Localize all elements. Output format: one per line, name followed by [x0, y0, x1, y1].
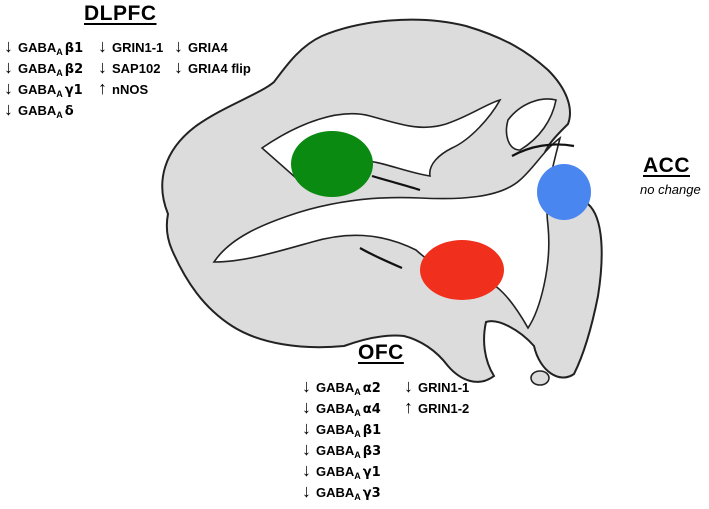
- gene-subunit: β1: [64, 41, 84, 56]
- gene-name: GRIN1-2: [418, 401, 470, 416]
- arrow-down-icon: ↓: [302, 481, 311, 501]
- gene-entry: ↓ GRIN1-1: [98, 37, 163, 58]
- ofc-region-marker: [420, 240, 504, 300]
- gene-subscript: A: [354, 429, 361, 439]
- gene-subscript: A: [354, 387, 361, 397]
- ofc-title: OFC: [358, 341, 404, 364]
- gene-subscript: A: [354, 450, 361, 460]
- arrow-down-icon: ↓: [302, 418, 311, 438]
- arrow-down-icon: ↓: [4, 57, 13, 77]
- gene-name: GABA: [18, 61, 57, 76]
- gene-subscript: A: [354, 471, 361, 481]
- gene-name: GRIN1-1: [112, 40, 164, 55]
- gene-entry: ↓ GRIA4: [174, 37, 251, 58]
- gene-name: GABA: [316, 464, 355, 479]
- arrow-down-icon: ↓: [174, 57, 183, 77]
- gene-subunit: γ1: [64, 83, 83, 98]
- gene-name: GABA: [316, 443, 355, 458]
- dlpfc-region-marker: [291, 131, 373, 197]
- gene-subscript: A: [56, 47, 63, 57]
- ofc-gene-list-col-2: ↓ GRIN1-1 ↑ GRIN1-2: [404, 377, 469, 419]
- gene-name: GABA: [18, 103, 57, 118]
- arrow-up-icon: ↑: [404, 397, 413, 417]
- sulcus-right-vertical: [505, 98, 557, 151]
- gene-name: GABA: [316, 380, 355, 395]
- fissure-line-1: [371, 174, 421, 192]
- arrow-down-icon: ↓: [98, 57, 107, 77]
- arrow-down-icon: ↓: [4, 99, 13, 119]
- sulcus-central-horizontal: [212, 136, 562, 330]
- gene-entry: ↓ GRIN1-1: [404, 377, 469, 398]
- fissure-line-2: [511, 143, 575, 157]
- gene-name: GABA: [18, 82, 57, 97]
- dlpfc-gene-list-col-2: ↓ GRIN1-1 ↓ SAP102 ↑ nNOS: [98, 37, 163, 100]
- gene-name: GABA: [316, 422, 355, 437]
- arrow-down-icon: ↓: [98, 36, 107, 56]
- gene-name: GABA: [18, 40, 57, 55]
- gene-entry: ↑ GRIN1-2: [404, 398, 469, 419]
- gene-subscript: A: [56, 68, 63, 78]
- arrow-down-icon: ↓: [302, 397, 311, 417]
- arrow-down-icon: ↓: [302, 460, 311, 480]
- arrow-down-icon: ↓: [302, 376, 311, 396]
- gene-subscript: A: [354, 408, 361, 418]
- arrow-down-icon: ↓: [302, 439, 311, 459]
- gene-subunit: δ: [64, 104, 74, 119]
- gene-name: nNOS: [112, 82, 149, 97]
- gene-name: GRIA4 flip: [188, 61, 251, 76]
- gene-name: GRIN1-1: [418, 380, 470, 395]
- small-nodule: [530, 370, 550, 386]
- gene-subscript: A: [56, 110, 63, 120]
- gene-subscript: A: [354, 492, 361, 502]
- gene-subunit: γ3: [362, 486, 381, 501]
- arrow-down-icon: ↓: [174, 36, 183, 56]
- acc-title: ACC: [643, 154, 690, 177]
- gene-name: GRIA4: [188, 40, 228, 55]
- gene-subunit: γ1: [362, 465, 381, 480]
- gene-entry: ↓ GRIA4 flip: [174, 58, 251, 79]
- dlpfc-title: DLPFC: [84, 2, 157, 25]
- gene-subunit: α4: [362, 402, 381, 417]
- fissure-line-3: [359, 247, 403, 270]
- arrow-up-icon: ↑: [98, 78, 107, 98]
- gene-name: GABA: [316, 485, 355, 500]
- arrow-down-icon: ↓: [404, 376, 413, 396]
- gene-subscript: A: [56, 89, 63, 99]
- acc-note: no change: [640, 182, 701, 197]
- gene-subunit: β1: [362, 423, 382, 438]
- acc-region-marker: [537, 164, 591, 220]
- gene-subunit: β3: [362, 444, 382, 459]
- gene-entry: ↓ SAP102: [98, 58, 163, 79]
- gene-name: SAP102: [112, 61, 161, 76]
- gene-subunit: β2: [64, 62, 84, 77]
- gene-subunit: α2: [362, 381, 381, 396]
- arrow-down-icon: ↓: [4, 36, 13, 56]
- gene-name: GABA: [316, 401, 355, 416]
- gene-entry: ↑ nNOS: [98, 79, 163, 100]
- arrow-down-icon: ↓: [4, 78, 13, 98]
- dlpfc-gene-list-col-3: ↓ GRIA4 ↓ GRIA4 flip: [174, 37, 251, 79]
